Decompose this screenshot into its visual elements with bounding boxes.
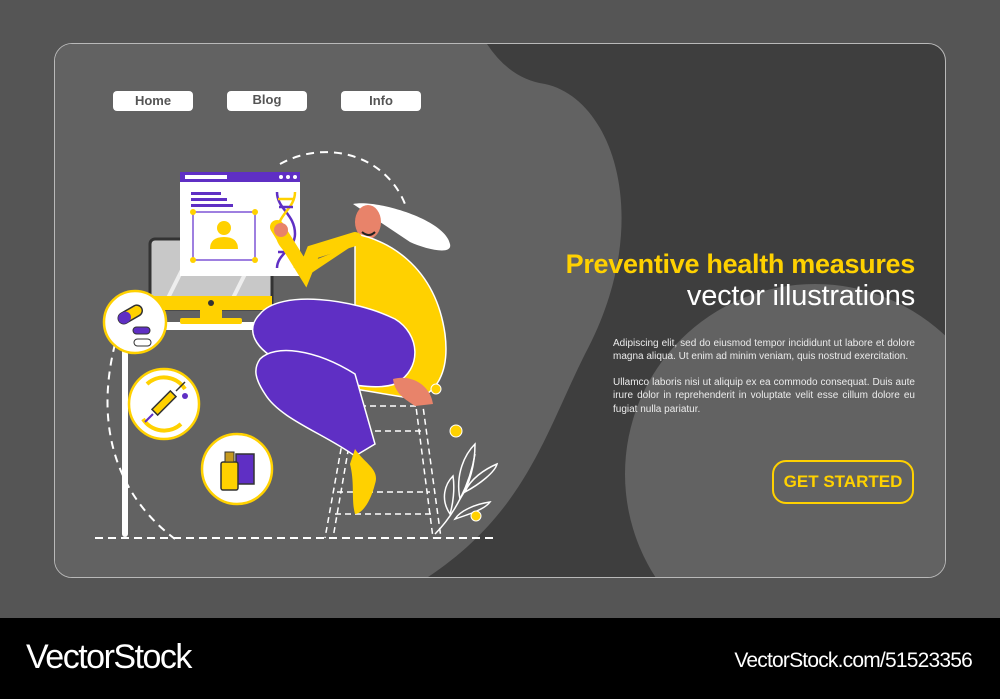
yellow-dot bbox=[449, 424, 463, 438]
dashed-arc bbox=[279, 151, 406, 205]
hero-heading: Preventive health measures vector illust… bbox=[485, 249, 916, 312]
image-reference: VectorStock.com/51523356 bbox=[734, 649, 972, 672]
landing-card: Home Blog Info bbox=[54, 43, 946, 578]
nav-info-button[interactable]: Info bbox=[341, 91, 421, 111]
watermark-footer: VectorStock VectorStock.com/51523356 bbox=[0, 618, 1000, 699]
top-nav: Home Blog Info bbox=[113, 91, 421, 111]
brand-logo: VectorStock bbox=[26, 638, 192, 676]
woman-figure bbox=[251, 203, 451, 514]
nav-home-button[interactable]: Home bbox=[113, 91, 193, 111]
dropper-bottle-icon bbox=[200, 432, 274, 506]
user-profile-icon bbox=[210, 221, 238, 249]
nav-blog-button[interactable]: Blog bbox=[227, 91, 307, 111]
plant-branch-icon bbox=[434, 442, 499, 535]
hero-paragraph-2: Ullamco laboris nisi ut aliquip ex ea co… bbox=[613, 376, 915, 415]
syringe-icon bbox=[127, 367, 201, 441]
hero-description: Adipiscing elit, sed do eiusmod tempor i… bbox=[613, 337, 915, 428]
pills-icon bbox=[102, 289, 168, 355]
hero-title-line1: Preventive health measures bbox=[565, 249, 916, 279]
hero-paragraph-1: Adipiscing elit, sed do eiusmod tempor i… bbox=[613, 338, 915, 363]
hero-title-line2: vector illustrations bbox=[686, 280, 915, 312]
get-started-button[interactable]: GET STARTED bbox=[772, 460, 914, 504]
stage: Home Blog Info bbox=[54, 43, 946, 578]
health-illustration bbox=[95, 151, 499, 540]
